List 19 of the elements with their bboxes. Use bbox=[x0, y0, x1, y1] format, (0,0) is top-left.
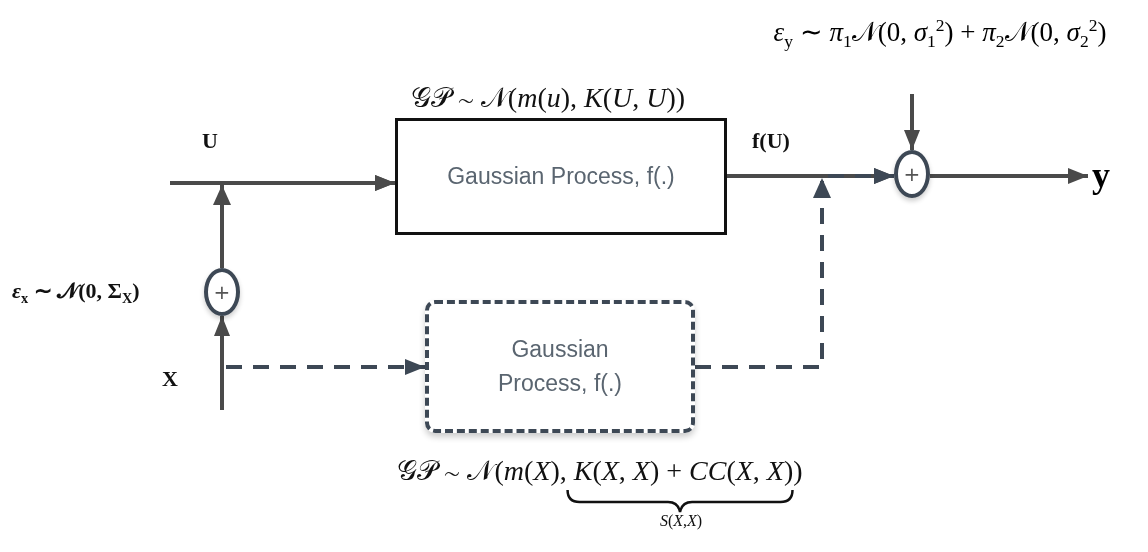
distribution-formula: 𝒢𝒫 ∼ 𝒩(m(u), K(U, U)) bbox=[410, 82, 686, 115]
distribution-formula: 𝒢𝒫 ∼ 𝒩(m(X), K(X, X) + CC(X, X)) bbox=[397, 455, 803, 488]
output-label: y bbox=[1088, 155, 1114, 195]
dashed-process-box bbox=[425, 300, 695, 433]
box-label: Gaussian Process, f(.) bbox=[497, 335, 623, 398]
brace-label: S(X,X) bbox=[659, 512, 703, 530]
arrow bbox=[930, 168, 1088, 184]
arrow bbox=[214, 316, 230, 410]
box-label: Gaussian Process, f(.) bbox=[447, 161, 675, 191]
signal-label: U bbox=[202, 128, 218, 154]
arrow bbox=[904, 94, 920, 150]
signal-label: X bbox=[162, 366, 178, 392]
process-box bbox=[395, 118, 727, 235]
noise-formula: ε$_{x}$ ∼ 𝒩(0, Σ$_{X}$) bbox=[12, 278, 140, 308]
noise-formula: ε$_{y}$ ∼ π$_{1}$𝒩(0, σ$_{1}$$^{2}$) + π$_{2}$𝒩(0, σ$_{2}$$^{2}$) bbox=[740, 12, 1140, 56]
signal-label: f(U) bbox=[752, 128, 790, 154]
summing-junction: + bbox=[204, 268, 240, 316]
summing-junction: + bbox=[894, 150, 930, 198]
arrow bbox=[226, 359, 425, 375]
